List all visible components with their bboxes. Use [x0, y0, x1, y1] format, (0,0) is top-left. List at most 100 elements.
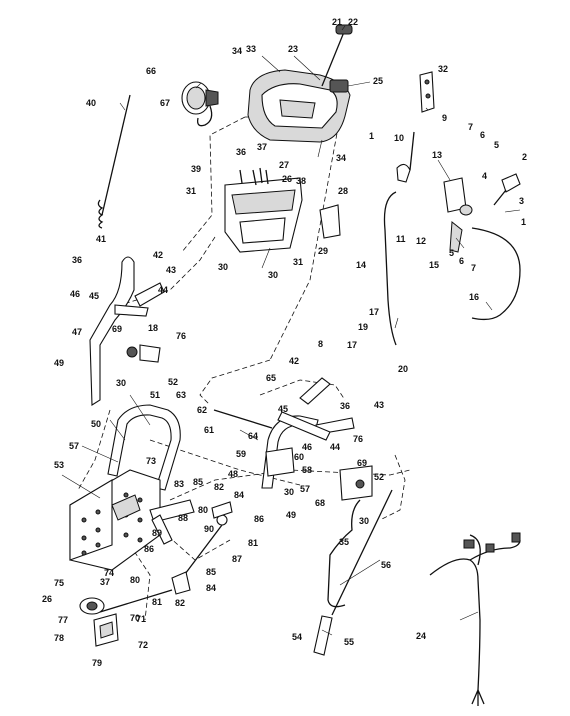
callout-53: 53: [54, 460, 64, 470]
callout-54: 54: [292, 632, 302, 642]
callout-52: 52: [374, 472, 384, 482]
callout-36: 36: [236, 147, 246, 157]
callout-78: 78: [54, 633, 64, 643]
chute-control-assembly: [383, 71, 521, 346]
callout-28: 28: [338, 186, 348, 196]
callout-27: 27: [279, 160, 289, 170]
callout-19: 19: [358, 322, 368, 332]
callout-37: 37: [100, 577, 110, 587]
callout-31: 31: [186, 186, 196, 196]
callout-11: 11: [396, 234, 406, 244]
callout-76: 76: [176, 331, 186, 341]
callout-79: 79: [92, 658, 102, 668]
callout-68: 68: [315, 498, 325, 508]
callout-7: 7: [468, 122, 473, 132]
callout-84: 84: [234, 490, 244, 500]
callout-85: 85: [193, 477, 203, 487]
callout-84: 84: [206, 583, 216, 593]
callout-87: 87: [232, 554, 242, 564]
callout-35: 35: [339, 537, 349, 547]
callout-64: 64: [248, 431, 258, 441]
dash-panel-assembly: [97, 24, 353, 253]
callout-80: 80: [198, 505, 208, 515]
callout-59: 59: [236, 449, 246, 459]
callout-50: 50: [91, 419, 101, 429]
callout-31: 31: [293, 257, 303, 267]
callout-73: 73: [146, 456, 156, 466]
callout-30: 30: [116, 378, 126, 388]
callout-22: 22: [348, 17, 358, 27]
callout-49: 49: [54, 358, 64, 368]
callout-37: 37: [257, 142, 267, 152]
callout-58: 58: [302, 465, 312, 475]
callout-9: 9: [442, 113, 447, 123]
callout-83: 83: [174, 479, 184, 489]
callout-76: 76: [353, 434, 363, 444]
callout-56: 56: [381, 560, 391, 570]
callout-55: 55: [344, 637, 354, 647]
callout-3: 3: [519, 196, 524, 206]
callout-29: 29: [318, 246, 328, 256]
callout-65: 65: [266, 373, 276, 383]
callout-30: 30: [359, 516, 369, 526]
callout-47: 47: [72, 327, 82, 337]
callout-69: 69: [357, 458, 367, 468]
callout-88: 88: [178, 513, 188, 523]
callout-14: 14: [356, 260, 366, 270]
callout-25: 25: [373, 76, 383, 86]
callout-52: 52: [168, 377, 178, 387]
upper-handle-left: [89, 256, 165, 406]
callout-41: 41: [96, 234, 106, 244]
callout-69: 69: [112, 324, 122, 334]
callout-34: 34: [232, 46, 242, 56]
right-handle-assembly: [213, 377, 393, 656]
callout-42: 42: [153, 250, 163, 260]
callout-81: 81: [152, 597, 162, 607]
callout-45: 45: [278, 404, 288, 414]
callout-75: 75: [54, 578, 64, 588]
callout-24: 24: [416, 631, 426, 641]
callout-60: 60: [294, 452, 304, 462]
callout-86: 86: [254, 514, 264, 524]
callout-46: 46: [302, 442, 312, 452]
callout-48: 48: [228, 469, 238, 479]
callout-61: 61: [204, 425, 214, 435]
callout-51: 51: [150, 390, 160, 400]
callout-39: 39: [191, 164, 201, 174]
callout-17: 17: [347, 340, 357, 350]
callout-4: 4: [482, 171, 487, 181]
callout-77: 77: [58, 615, 68, 625]
chute-cable-lower: [471, 227, 521, 321]
callout-36: 36: [72, 255, 82, 265]
callout-46: 46: [70, 289, 80, 299]
callout-leaders: [61, 25, 521, 636]
callout-42: 42: [289, 356, 299, 366]
callout-15: 15: [429, 260, 439, 270]
callout-72: 72: [138, 640, 148, 650]
callout-1: 1: [369, 131, 374, 141]
drive-cable: [327, 499, 361, 608]
callout-12: 12: [416, 236, 426, 246]
callout-45: 45: [89, 291, 99, 301]
chute-cable: [383, 191, 397, 346]
callout-57: 57: [69, 441, 79, 451]
callout-6: 6: [459, 256, 464, 266]
callout-82: 82: [175, 598, 185, 608]
linkage-assembly: [79, 499, 233, 647]
callout-90: 90: [204, 524, 214, 534]
callout-81: 81: [248, 538, 258, 548]
wire-harness: [429, 532, 521, 706]
callout-10: 10: [394, 133, 404, 143]
callout-74: 74: [104, 568, 114, 578]
callout-44: 44: [158, 285, 168, 295]
callout-89: 89: [152, 528, 162, 538]
callout-13: 13: [432, 150, 442, 160]
callout-33: 33: [246, 44, 256, 54]
callout-34: 34: [336, 153, 346, 163]
callout-1: 1: [521, 217, 526, 227]
callout-30: 30: [284, 487, 294, 497]
callout-63: 63: [176, 390, 186, 400]
callout-26: 26: [282, 174, 292, 184]
